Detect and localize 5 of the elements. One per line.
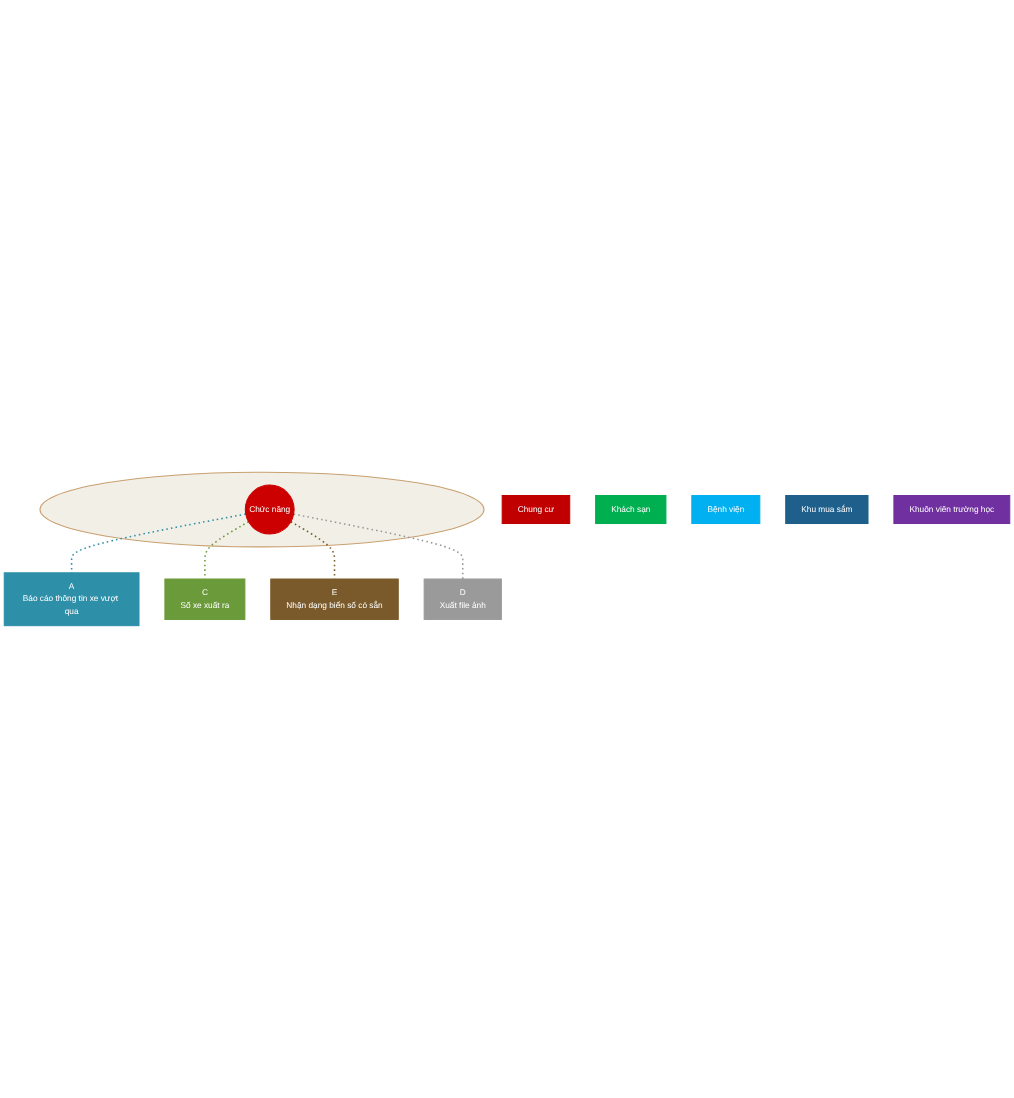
connector [290, 521, 336, 580]
cluster [39, 471, 485, 548]
connector [70, 513, 247, 574]
connector [204, 521, 250, 580]
connector [292, 513, 464, 580]
